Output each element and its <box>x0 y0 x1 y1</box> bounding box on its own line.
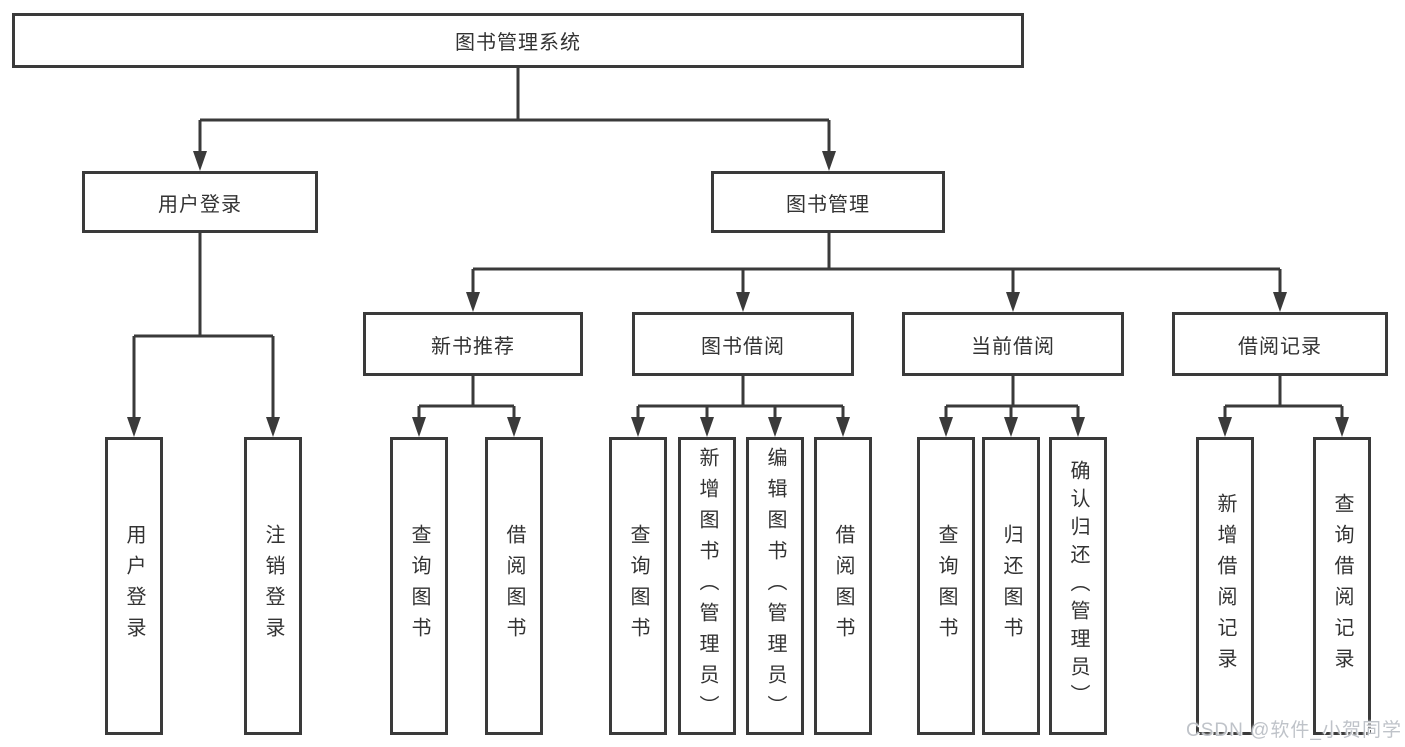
node-leaf-br-add-record: 新增借阅记录 <box>1196 437 1254 735</box>
leaf-label: 新增图书（管理员） <box>696 446 718 726</box>
node-leaf-bb-query-book: 查询图书 <box>609 437 667 735</box>
leaf-label: 确认归还（管理员） <box>1067 460 1089 712</box>
node-leaf-nb-borrow-book: 借阅图书 <box>485 437 543 735</box>
node-leaf-logout: 注销登录 <box>244 437 302 735</box>
node-leaf-cb-return-book: 归还图书 <box>982 437 1040 735</box>
node-user-login: 用户登录 <box>82 171 318 233</box>
leaf-label: 新增借阅记录 <box>1214 493 1236 679</box>
node-leaf-br-query-record: 查询借阅记录 <box>1313 437 1371 735</box>
node-leaf-user-login: 用户登录 <box>105 437 163 735</box>
node-leaf-cb-query-book: 查询图书 <box>917 437 975 735</box>
leaf-label: 查询图书 <box>935 524 957 648</box>
node-current-borrow: 当前借阅 <box>902 312 1124 376</box>
leaf-label: 借阅图书 <box>832 524 854 648</box>
node-leaf-nb-query-book: 查询图书 <box>390 437 448 735</box>
leaf-label: 归还图书 <box>1000 524 1022 648</box>
node-borrow-record: 借阅记录 <box>1172 312 1388 376</box>
leaf-label: 查询图书 <box>408 524 430 648</box>
leaf-label: 编辑图书（管理员） <box>764 446 786 726</box>
node-library-management-system: 图书管理系统 <box>12 13 1024 68</box>
leaf-label: 用户登录 <box>123 524 145 648</box>
node-leaf-cb-confirm-return: 确认归还（管理员） <box>1049 437 1107 735</box>
node-new-book-recommend: 新书推荐 <box>363 312 583 376</box>
leaf-label: 查询借阅记录 <box>1331 493 1353 679</box>
csdn-watermark: CSDN @软件_小贺同学 <box>1186 720 1402 741</box>
node-leaf-bb-edit-book: 编辑图书（管理员） <box>746 437 804 735</box>
leaf-label: 注销登录 <box>262 524 284 648</box>
leaf-label: 查询图书 <box>627 524 649 648</box>
node-leaf-bb-borrow-book: 借阅图书 <box>814 437 872 735</box>
node-leaf-bb-add-book: 新增图书（管理员） <box>678 437 736 735</box>
node-book-management: 图书管理 <box>711 171 945 233</box>
leaf-label: 借阅图书 <box>503 524 525 648</box>
node-book-borrow: 图书借阅 <box>632 312 854 376</box>
